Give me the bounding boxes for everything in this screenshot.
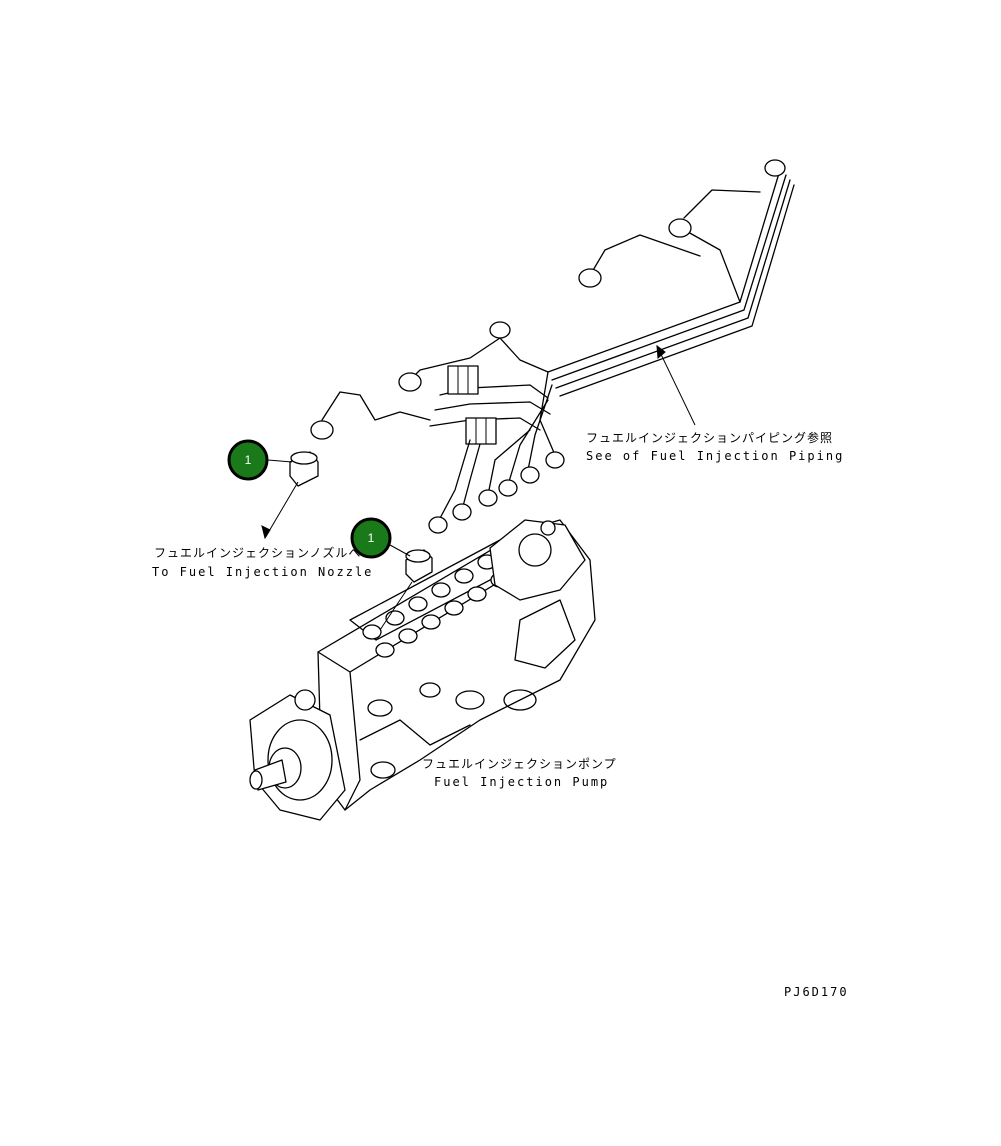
drawing-code: PJ6D170 [784, 985, 849, 999]
callout-number: 1 [245, 453, 252, 467]
callout-1-nozzle[interactable]: 1 [227, 439, 293, 481]
callout-circle [227, 439, 269, 481]
callout-number: 1 [368, 531, 375, 545]
nozzle-label-en: To Fuel Injection Nozzle [152, 565, 373, 579]
callout-1-pump[interactable]: 1 [350, 517, 411, 559]
cap-part [289, 451, 319, 487]
fuel-injection-pump [249, 519, 596, 821]
callout-circle [350, 517, 392, 559]
pump-label-en: Fuel Injection Pump [434, 775, 609, 789]
piping-label-en: See of Fuel Injection Piping [586, 449, 844, 463]
pump-leader [379, 581, 413, 631]
arrow-to-nozzle [261, 481, 299, 540]
nozzle-label-jp: フュエルインジェクションノズルへ [154, 545, 361, 560]
fuel-injection-piping [310, 159, 795, 534]
piping-label-jp: フュエルインジェクションパイピング参照 [586, 430, 833, 445]
cap-part [405, 549, 433, 583]
arrow-to-piping [656, 344, 696, 426]
pump-label-jp: フュエルインジェクションポンプ [422, 757, 617, 771]
